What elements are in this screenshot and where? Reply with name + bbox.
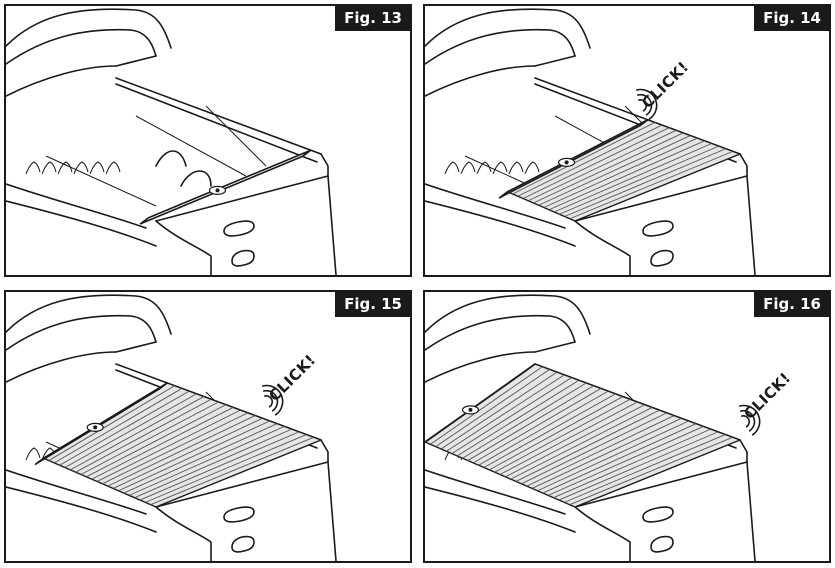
tonneau-cover — [425, 363, 741, 508]
truck-bed-illustration — [425, 8, 756, 275]
figure-panel-13: Fig. 13 — [4, 4, 412, 277]
cover-handle-bar — [34, 382, 169, 466]
figure-label: Fig. 13 — [335, 6, 410, 31]
cover-handle-bar — [425, 363, 536, 444]
sound-waves-icon — [262, 384, 284, 416]
sound-waves-icon — [739, 404, 761, 436]
figure-panel-16: Fig. 16 CLICK! — [423, 290, 831, 563]
sound-waves-icon — [636, 88, 658, 120]
figure-label: Fig. 16 — [754, 292, 829, 317]
cover-handle-bar — [139, 149, 312, 225]
figure-label: Fig. 14 — [754, 6, 829, 31]
figure-label: Fig. 15 — [335, 292, 410, 317]
truck-bed-illustration — [6, 294, 337, 561]
tonneau-cover — [506, 119, 741, 222]
truck-bed-illustration — [425, 294, 761, 561]
cover-handle-bar — [498, 119, 649, 199]
truck-bed-illustration — [6, 8, 337, 275]
figure-panel-15: Fig. 15 CLICK! — [4, 290, 412, 563]
figure-panel-14: Fig. 14 CLICK! — [423, 4, 831, 277]
